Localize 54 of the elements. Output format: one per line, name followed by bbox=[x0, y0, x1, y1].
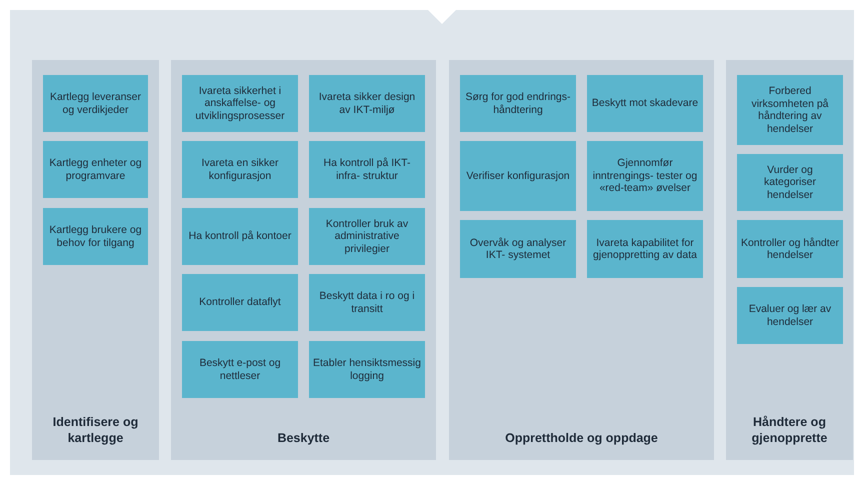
task-label: Beskytt data i ro og i transitt bbox=[318, 290, 416, 315]
task-box bbox=[587, 75, 703, 132]
task-box bbox=[182, 208, 298, 265]
task-label: Beskytt mot skadevare bbox=[590, 97, 700, 110]
task-box bbox=[182, 274, 298, 331]
column-heading: Opprettholde og oppdage bbox=[504, 430, 659, 446]
task-box bbox=[182, 341, 298, 398]
task-box bbox=[737, 75, 843, 145]
task-box bbox=[587, 141, 703, 211]
task-label: Ivareta sikker design av IKT-miljø bbox=[318, 91, 416, 116]
task-box bbox=[737, 220, 843, 278]
task-box bbox=[309, 341, 425, 398]
task-label: Ivareta en sikker konfigurasjon bbox=[200, 157, 280, 182]
task-box bbox=[460, 75, 576, 132]
task-label: Beskytt e-post og nettleser bbox=[198, 357, 282, 382]
task-label: Vurder og kategoriser hendelser bbox=[763, 164, 817, 202]
task-box bbox=[309, 141, 425, 198]
column-heading: Beskytte bbox=[276, 430, 331, 446]
task-box bbox=[460, 141, 576, 211]
task-box bbox=[737, 287, 843, 344]
task-label: Forbered virksomheten på håndtering av hendelser bbox=[750, 85, 830, 135]
task-box bbox=[309, 274, 425, 331]
task-box bbox=[182, 75, 298, 132]
task-label: Kartlegg brukere og behov for tilgang bbox=[48, 224, 143, 249]
task-box bbox=[43, 75, 148, 132]
task-label: Ha kontroll på IKT-infra- struktur bbox=[322, 157, 412, 182]
column-heading: Identifisere og kartlegge bbox=[52, 414, 140, 446]
column-panel bbox=[726, 60, 853, 460]
task-box bbox=[43, 141, 148, 198]
column-heading: Håndtere og gjenopprette bbox=[750, 414, 828, 446]
task-box bbox=[587, 220, 703, 278]
task-label: Kontroller bruk av administrative privilegier bbox=[324, 218, 410, 256]
task-box bbox=[460, 220, 576, 278]
task-box bbox=[737, 154, 843, 211]
task-label: Kontroller og håndter hendelser bbox=[740, 236, 840, 262]
task-box bbox=[309, 208, 425, 265]
task-label: Gjennomfør inntrengings- tester og «red-team» øvelser bbox=[592, 157, 698, 195]
task-label: Kartlegg leveranser og verdikjeder bbox=[48, 91, 142, 116]
task-box bbox=[309, 75, 425, 132]
column-panel bbox=[171, 60, 436, 460]
task-label: Kontroller dataflyt bbox=[198, 296, 282, 309]
task-label: Ivareta sikkerhet i anskaffelse- og utviklingsprosesser bbox=[194, 84, 286, 122]
task-label: Verifiser konfigurasjon bbox=[465, 170, 571, 182]
column-panel bbox=[32, 60, 159, 460]
task-label: Etabler hensiktsmessig logging bbox=[312, 357, 422, 382]
task-box bbox=[43, 208, 148, 265]
task-label: Sørg for god endrings- håndtering bbox=[464, 91, 572, 116]
task-label: Overvåk og analyser IKT- systemet bbox=[468, 236, 568, 262]
task-label: Kartlegg enheter og programvare bbox=[48, 157, 143, 182]
task-label: Ha kontroll på kontoer bbox=[188, 230, 292, 243]
column-panel bbox=[449, 60, 714, 460]
task-label: Ivareta kapabilitet for gjenoppretting av data bbox=[592, 236, 698, 262]
task-box bbox=[182, 141, 298, 198]
task-label: Evaluer og lær av hendelser bbox=[748, 303, 832, 328]
